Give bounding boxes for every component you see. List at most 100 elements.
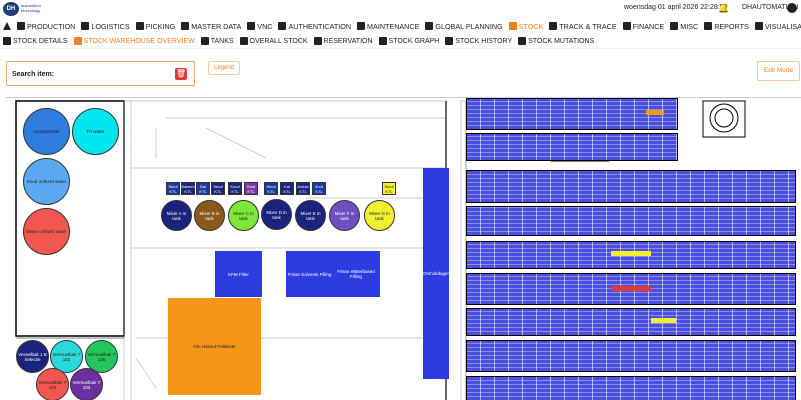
tab-reservation[interactable]: RESERVATION (311, 37, 376, 45)
top-bar: DH automation technology woensdag 01 apr… (0, 0, 801, 18)
tab-stock-graph[interactable]: STOCK GRAPH (376, 37, 443, 45)
list-icon (181, 22, 190, 30)
nav-track-trace[interactable]: TRACK & TRACE (546, 18, 619, 34)
area-kfm-filter[interactable]: KFM Filter (215, 251, 262, 297)
money-icon (622, 22, 631, 30)
mixer-tank-b[interactable]: Mixer B in tank (194, 200, 225, 231)
partial-slots[interactable] (646, 110, 664, 115)
mixer-tank-a[interactable]: Mixer A in tank (161, 200, 192, 231)
trash-icon[interactable]: 🗑 (175, 68, 187, 80)
nav-picking[interactable]: PICKING (133, 18, 179, 34)
logo-subtitle: automation technology (21, 3, 41, 13)
racking-zone (466, 98, 801, 400)
legend-button[interactable]: Legend (208, 61, 240, 75)
notification-bell-icon[interactable]: 🔔 (718, 3, 730, 13)
home-icon (3, 22, 11, 30)
rack-row[interactable] (466, 273, 796, 305)
bar-chart-icon (508, 22, 517, 30)
area-omhokdager[interactable]: Omhokdager (423, 168, 449, 379)
search-label: Search item: (12, 71, 55, 78)
reserved-slots[interactable] (611, 251, 651, 256)
rack-row[interactable] (466, 340, 796, 372)
small-tank[interactable]: Stoof KTL (166, 182, 180, 195)
small-tank[interactable]: Stoof KTL (264, 182, 278, 195)
cart-icon (313, 37, 322, 45)
rack-row[interactable] (466, 133, 678, 161)
small-tank[interactable]: Koud KTL (228, 182, 242, 195)
wrench-icon (357, 22, 366, 30)
nav-global-planning[interactable]: GLOBAL PLANNING (422, 18, 505, 34)
history-icon (445, 37, 454, 45)
rack-row[interactable] (466, 170, 796, 203)
table-icon (239, 37, 248, 45)
nav-finance[interactable]: FINANCE (620, 18, 668, 34)
calendar-icon (425, 22, 434, 30)
tank-fi-water[interactable]: F/I water (72, 108, 119, 155)
reserved-slots[interactable] (651, 318, 676, 323)
rack-row[interactable] (466, 98, 678, 130)
nav-stock[interactable]: STOCK (506, 18, 547, 34)
small-tank[interactable]: Stoof KTL (382, 182, 396, 195)
warehouse-icon (73, 37, 82, 45)
main-nav: PRODUCTION LOGISTICS PICKING MASTER DATA… (0, 18, 801, 34)
tab-overall-stock[interactable]: OVERALL STOCK (237, 37, 311, 45)
nav-logistics[interactable]: LOGISTICS (78, 18, 132, 34)
nav-home[interactable] (0, 18, 14, 34)
nav-master-data[interactable]: MASTER DATA (178, 18, 244, 34)
list-icon (3, 37, 11, 45)
small-tank[interactable]: Stoof KTL (211, 182, 225, 195)
small-tank[interactable]: Roet KTL (244, 182, 258, 195)
area-palletiser[interactable]: Om Hokout Palletiser (168, 298, 261, 395)
chart-icon (754, 22, 763, 30)
company-logo[interactable]: DH (3, 2, 19, 16)
tank-vermuelbak-t102[interactable]: Vermuelbak T 102 (50, 340, 83, 373)
blocked-slots[interactable] (611, 286, 651, 291)
trend-icon (549, 22, 558, 30)
nav-misc[interactable]: MISC (667, 18, 701, 34)
small-tank[interactable]: Bal KTL (196, 182, 210, 195)
search-item-box[interactable]: Search item: 🗑 (6, 61, 195, 86)
grid-icon (670, 22, 679, 30)
nav-production[interactable]: PRODUCTION (14, 18, 78, 34)
small-tank[interactable]: Zout KTL (312, 182, 326, 195)
tab-stock-details[interactable]: STOCK DETAILS (0, 37, 71, 45)
tank-cold-softened-water[interactable]: Koud onthard water (23, 158, 70, 205)
nav-authentication[interactable]: AUTHENTICATION (275, 18, 354, 34)
nav-visualisation[interactable]: VISUALISATION (752, 18, 801, 34)
current-datetime: woensdag 01 april 2026 22:28:50 (624, 4, 728, 11)
area-waterbased-filling[interactable]: Frisse Waterbased Filling (332, 251, 380, 297)
user-avatar-icon[interactable] (787, 3, 797, 13)
tank-warm-softened-water[interactable]: Warm onthard water (23, 208, 70, 255)
small-tank[interactable]: Kal KTL (280, 182, 294, 195)
sub-nav: STOCK DETAILS STOCK WAREHOUSE OVERVIEW T… (0, 34, 801, 49)
warehouse-map: Loodsperster F/I water Koud onthard wate… (6, 97, 801, 400)
rack-row[interactable] (466, 376, 796, 400)
report-icon (704, 22, 713, 30)
username[interactable]: DHAUTOMATION (742, 4, 799, 11)
tank-vermuelbak-t103[interactable]: Vermuelbak T 103 (70, 368, 103, 400)
nav-maintenance[interactable]: MAINTENANCE (354, 18, 422, 34)
tank-vermuelbak-t105[interactable]: Vermuelbak T 105 (85, 340, 118, 373)
nav-reports[interactable]: REPORTS (701, 18, 752, 34)
tab-stock-history[interactable]: STOCK HISTORY (442, 37, 515, 45)
mixer-tank-g[interactable]: Mixer G in tank (364, 200, 395, 231)
tank-loodsperster[interactable]: Loodsperster (23, 108, 70, 155)
tank-vesselbak[interactable]: Vesselbak 1 B Selectie (16, 340, 49, 373)
area-solvents-filling[interactable]: Frisse Solvents Filling (286, 251, 333, 297)
mixer-tank-d[interactable]: Mixer D in tank (261, 199, 292, 230)
mixer-tank-c[interactable]: Mixer C in tank (228, 200, 259, 231)
tab-tanks[interactable]: TANKS (198, 37, 237, 45)
small-tank[interactable]: Arduin KTL (296, 182, 310, 195)
mixer-tank-e[interactable]: Mixer E in tank (295, 200, 326, 231)
rack-row[interactable] (466, 206, 796, 236)
rack-row[interactable] (466, 308, 796, 336)
tank-vermuelbak-t104[interactable]: Vermuelbak T 104 (36, 368, 69, 400)
edit-mode-button[interactable]: Edit Mode (757, 61, 800, 81)
tab-stock-mutations[interactable]: STOCK MUTATIONS (515, 37, 597, 45)
mixer-tank-f[interactable]: Mixer F in tank (329, 200, 360, 231)
tab-stock-warehouse-overview[interactable]: STOCK WAREHOUSE OVERVIEW (71, 37, 198, 45)
trend-icon (378, 37, 387, 45)
nav-vnc[interactable]: VNC (244, 18, 275, 34)
small-tank[interactable]: Balsem KTL (181, 182, 195, 195)
monitor-icon (247, 22, 256, 30)
